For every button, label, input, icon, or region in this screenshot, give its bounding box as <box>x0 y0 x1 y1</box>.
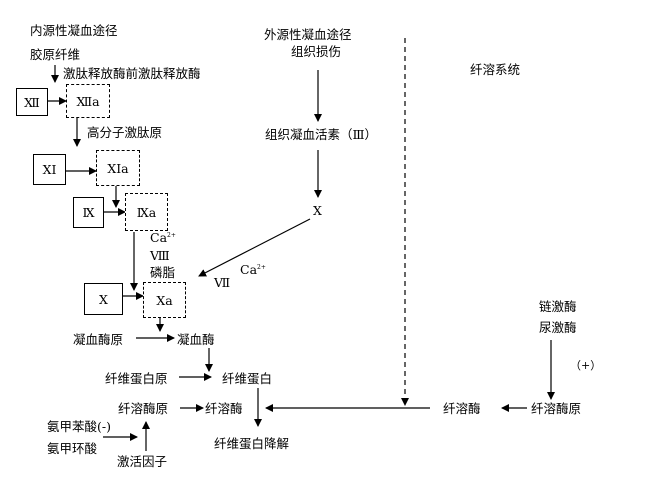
factor-xii-label: Ⅻ <box>24 94 40 110</box>
activating-factor-label: 激活因子 <box>117 454 168 469</box>
plasmin-label: 纤溶酶 <box>443 401 481 416</box>
factor-xiia-box: Ⅻa <box>66 84 110 118</box>
collagen-label: 胶原纤维 <box>30 47 81 62</box>
plasmin-mid-label: 纤溶酶 <box>205 401 243 416</box>
aminomethylbenzoic-label: 氨甲苯酸(-) <box>47 419 111 434</box>
factor-xa-box: Xa <box>143 282 186 318</box>
kallikrein-label: 激肽释放酶前激肽释放酶 <box>63 66 201 81</box>
ca-text-1: Ca <box>150 230 168 245</box>
factor-xia-box: XIa <box>96 150 140 186</box>
viii-label: Ⅷ <box>150 248 170 263</box>
factor-ix-box: Ⅸ <box>73 197 104 228</box>
factor-xi-label: XI <box>42 162 57 177</box>
plus-sign-label: （+） <box>570 359 602 372</box>
tissue-damage-label: 组织损伤 <box>291 44 342 59</box>
x-extrinsic-label: X <box>313 203 322 218</box>
prothrombin-label: 凝血酶原 <box>73 332 124 347</box>
ca-text-2: Ca <box>240 262 258 277</box>
factor-ixa-label: Ⅸa <box>136 204 157 220</box>
thrombin-label: 凝血酶 <box>177 332 215 347</box>
tranexamic-label: 氨甲环酸 <box>47 441 98 456</box>
extrinsic-pathway-title: 外源性凝血途径 <box>264 27 352 42</box>
ca-label-2: Ca2+ <box>240 262 266 277</box>
factor-xiia-label: Ⅻa <box>76 93 100 109</box>
tissue-factor-label: 组织凝血活素（Ⅲ） <box>265 127 378 142</box>
phospholipid-label: 磷脂 <box>150 265 176 280</box>
hmwk-label: 高分子激肽原 <box>87 125 163 140</box>
fibrinolytic-system-title: 纤溶系统 <box>470 62 521 77</box>
factor-xi-box: XI <box>33 154 66 185</box>
fibrin-degradation-label: 纤维蛋白降解 <box>214 436 290 451</box>
fibrinogen-label: 纤维蛋白原 <box>105 371 168 386</box>
antiplasmin-label: 纤溶酶原 <box>118 401 169 416</box>
factor-xa-label: Xa <box>156 292 173 308</box>
arrow-x-xa-extrinsic <box>198 218 311 277</box>
factor-x-label: X <box>99 291 108 307</box>
intrinsic-pathway-title: 内源性凝血途径 <box>30 23 118 38</box>
ca-sup-1: 2+ <box>167 232 176 239</box>
fibrin-label: 纤维蛋白 <box>222 371 273 386</box>
streptokinase-label: 链激酶 <box>539 299 577 314</box>
factor-x-box: X <box>84 283 123 315</box>
ca-label-1: Ca2+ <box>150 230 176 245</box>
vii-label: Ⅶ <box>214 275 231 290</box>
factor-ixa-box: Ⅸa <box>125 193 168 231</box>
urokinase-label: 尿激酶 <box>539 320 577 335</box>
factor-xia-label: XIa <box>107 160 129 176</box>
factor-ix-label: Ⅸ <box>82 205 95 220</box>
plasminogen-label: 纤溶酶原 <box>531 401 582 416</box>
ca-sup-2: 2+ <box>257 264 266 271</box>
factor-xii-box: Ⅻ <box>16 88 48 116</box>
